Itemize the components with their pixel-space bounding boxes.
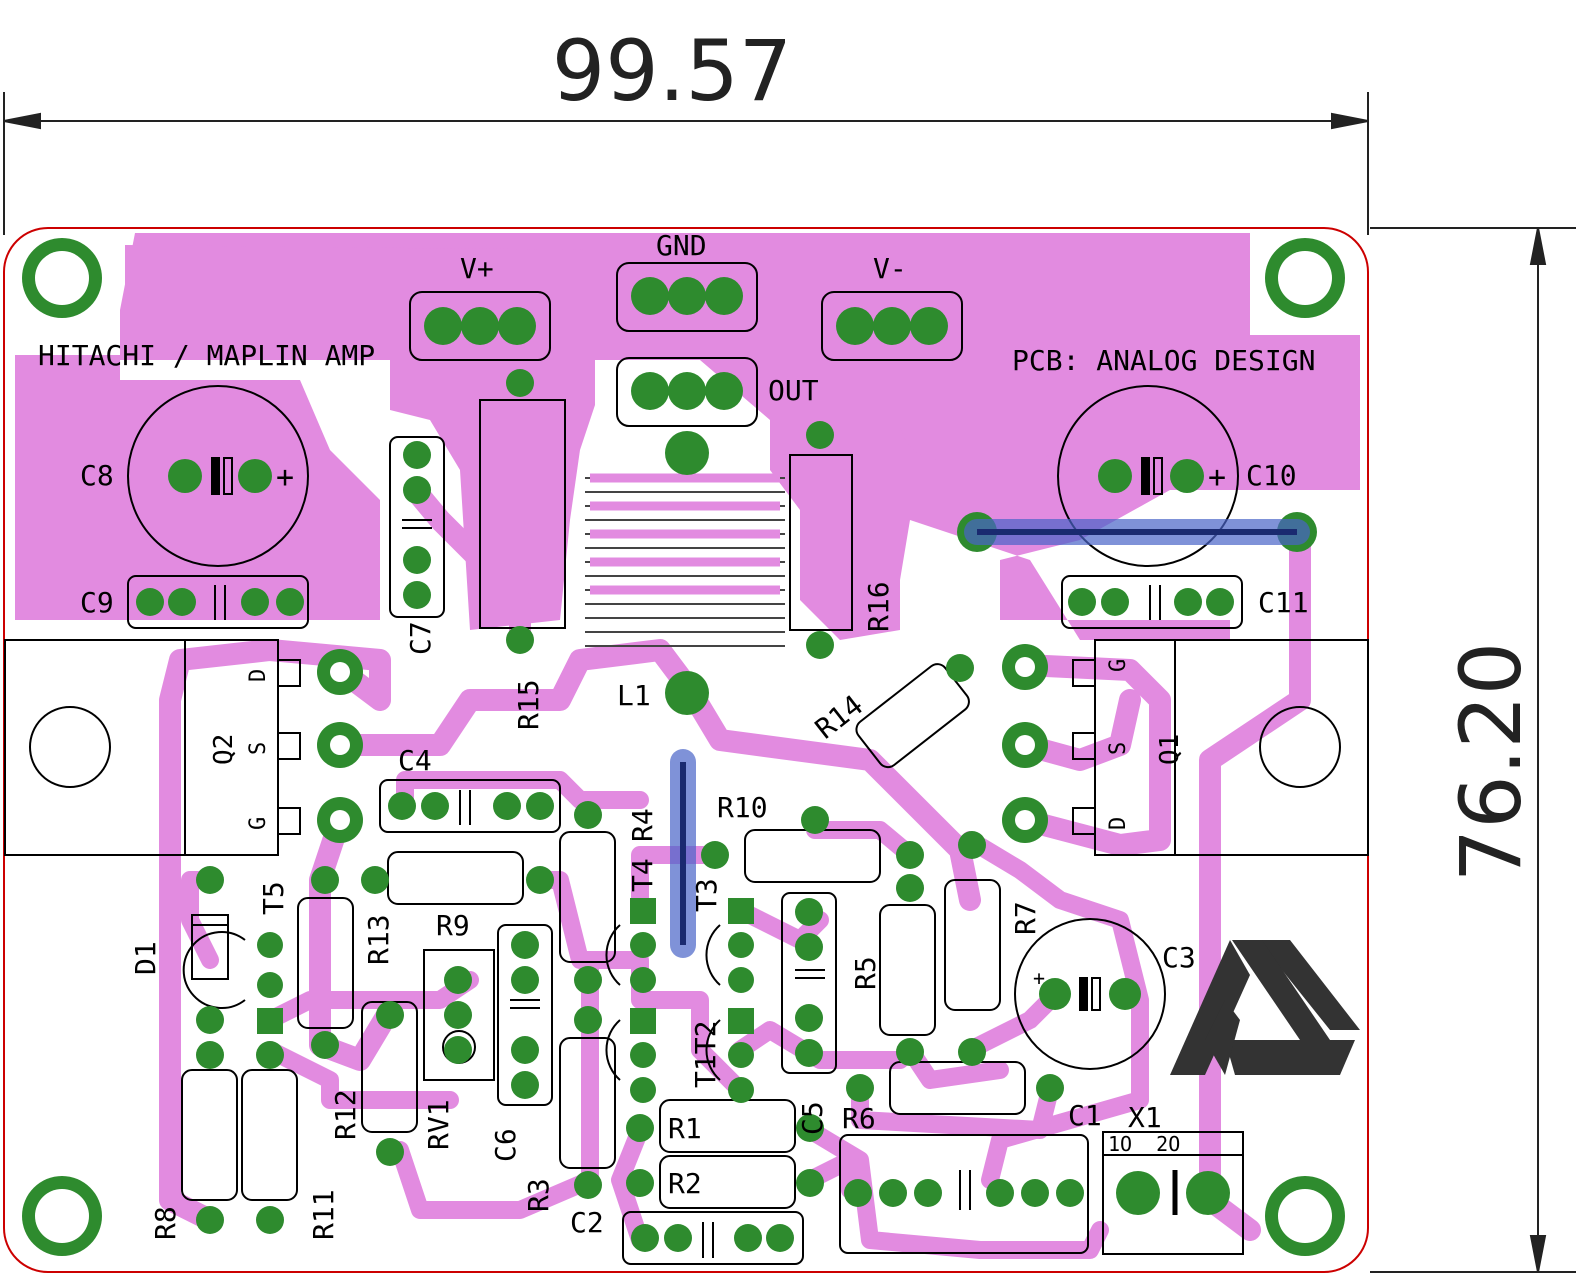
label-c4: C4 (398, 744, 432, 777)
label-r15: R15 (512, 679, 545, 730)
label-c10: C10 (1246, 459, 1297, 492)
label-c7: C7 (404, 621, 437, 655)
title-left: HITACHI / MAPLIN AMP (38, 339, 375, 372)
label-t4: T4 (626, 858, 659, 892)
label-vplus: V+ (460, 252, 494, 285)
label-t5: T5 (257, 881, 290, 915)
label-gnd: GND (656, 229, 707, 262)
label-c3: C3 (1162, 941, 1196, 974)
label-r13: R13 (362, 914, 395, 965)
label-rv1: RV1 (422, 1099, 455, 1150)
height-dimension: 76.20 (1442, 642, 1540, 882)
label-r5: R5 (849, 956, 882, 990)
q1-pin-d: D (1106, 817, 1131, 830)
label-c6: C6 (489, 1128, 522, 1162)
q2-pin-s: S (246, 742, 271, 755)
label-t3: T3 (690, 878, 723, 912)
label-d1: D1 (129, 941, 162, 975)
silkscreen-labels: HITACHI / MAPLIN AMP PCB: ANALOG DESIGN … (38, 229, 1315, 1240)
label-x1: X1 (1128, 1101, 1162, 1134)
label-c9: C9 (80, 586, 114, 619)
c3-plus: + (1033, 966, 1045, 990)
label-c5: C5 (796, 1101, 829, 1135)
label-r1: R1 (668, 1112, 702, 1145)
analog-design-logo (1170, 940, 1360, 1075)
label-r8: R8 (149, 1206, 182, 1240)
label-t1t2: T1T2 (689, 1021, 722, 1088)
label-vminus: V- (873, 252, 907, 285)
label-c8: C8 (80, 459, 114, 492)
q1-pin-g: G (1106, 659, 1131, 672)
label-r10: R10 (717, 791, 768, 824)
q1-pin-s: S (1106, 742, 1131, 755)
q2-pin-d: D (246, 669, 271, 682)
label-r11: R11 (307, 1189, 340, 1240)
title-right: PCB: ANALOG DESIGN (1012, 344, 1315, 377)
label-q1: Q1 (1155, 734, 1185, 765)
label-l1: L1 (617, 679, 651, 712)
label-out: OUT (768, 374, 819, 407)
label-c1: C1 (1068, 1099, 1102, 1132)
label-q2: Q2 (209, 734, 239, 765)
label-r7: R7 (1009, 901, 1042, 935)
label-r12: R12 (329, 1089, 362, 1140)
label-r3: R3 (522, 1178, 555, 1212)
label-r16: R16 (862, 581, 895, 632)
label-r2: R2 (668, 1167, 702, 1200)
label-c2: C2 (570, 1206, 604, 1239)
jumper-wires (670, 519, 1310, 958)
inductor-coil-copper (590, 473, 780, 595)
label-r9: R9 (436, 909, 470, 942)
c10-plus: + (1208, 460, 1226, 495)
label-r6: R6 (842, 1102, 876, 1135)
q2-pin-g: G (246, 817, 271, 830)
x1-pin-labels: 1O 2O (1108, 1132, 1180, 1156)
label-c11: C11 (1258, 586, 1309, 619)
width-dimension: 99.57 (552, 22, 792, 120)
silkscreen (4, 262, 1369, 1265)
c8-plus: + (276, 460, 294, 495)
dimension-lines (3, 92, 1576, 1273)
label-r4: R4 (626, 808, 659, 842)
pad-holes (35, 251, 1332, 1243)
